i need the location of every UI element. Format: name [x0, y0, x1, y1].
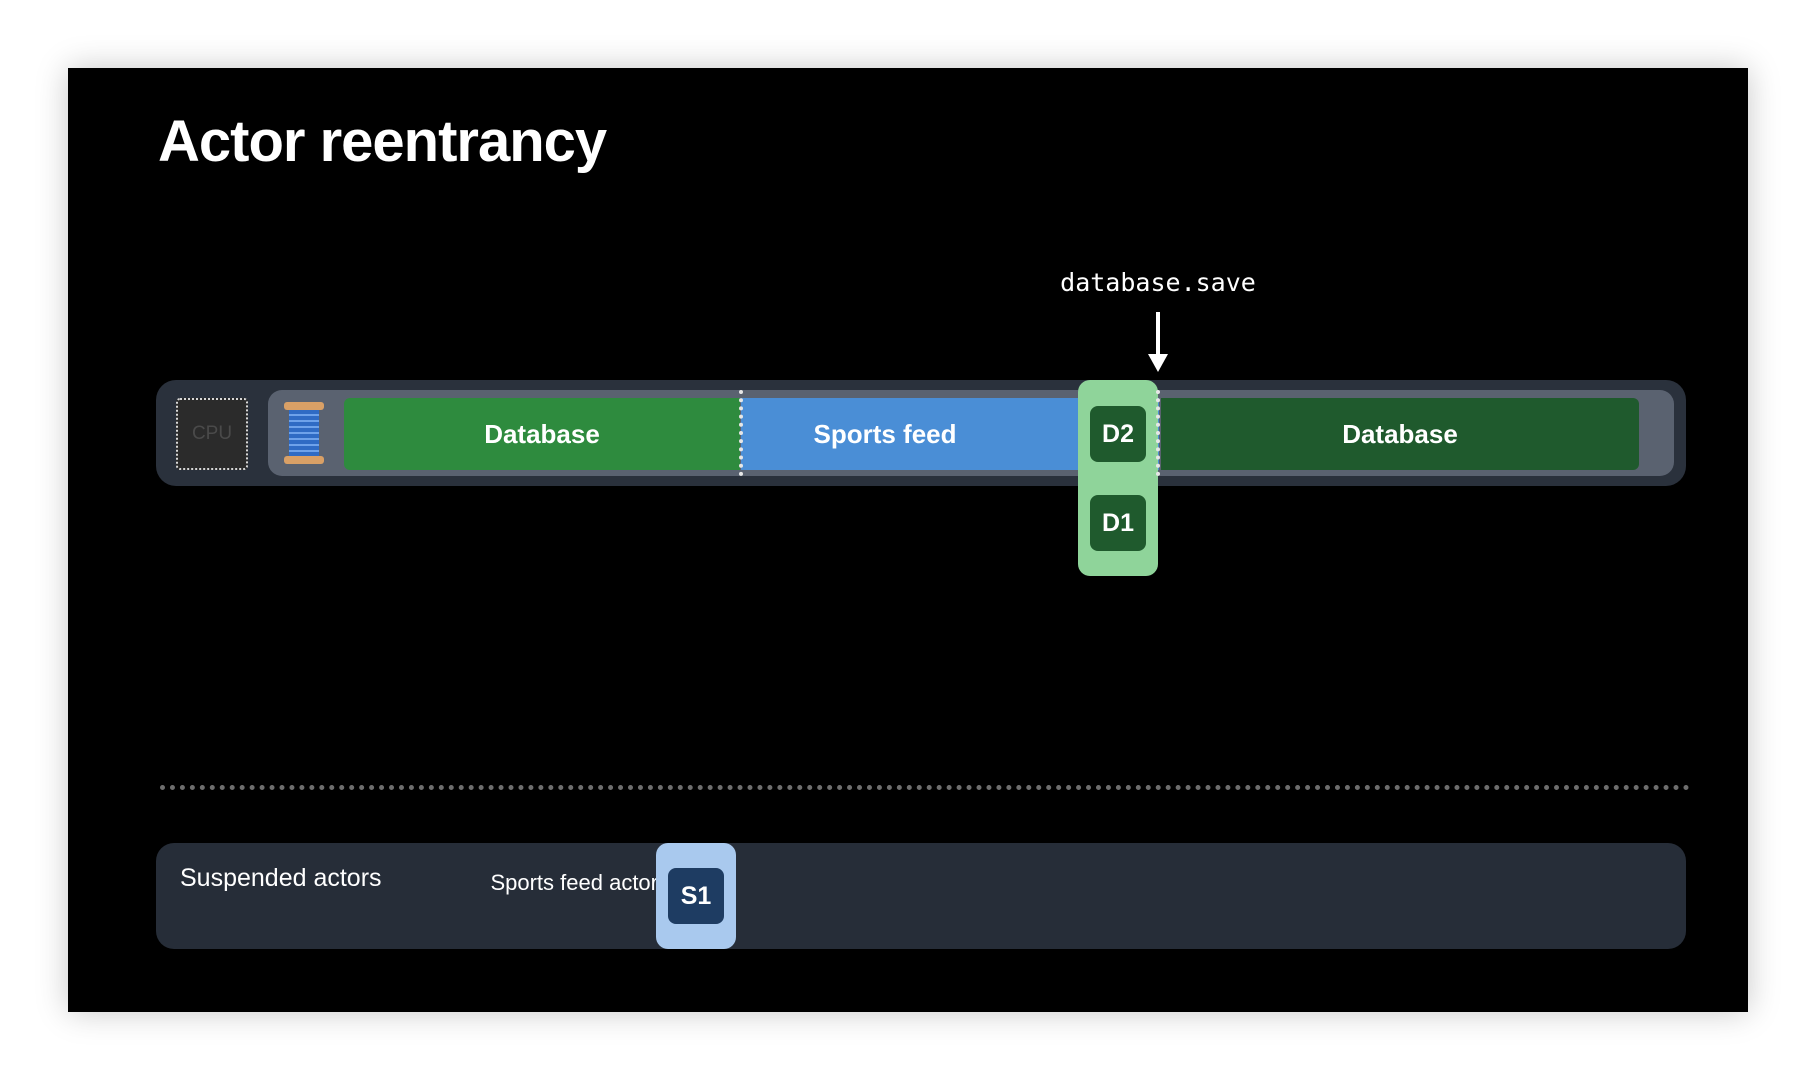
cpu-label: CPU — [191, 423, 233, 444]
thread-spool-icon — [284, 402, 324, 464]
database-segment-1-label: Database — [484, 418, 600, 449]
database-save-callout: database.save — [1060, 268, 1256, 297]
suspended-actors-lane — [156, 843, 1686, 949]
task-s1: S1 — [668, 868, 724, 924]
segment-divider-2 — [1156, 390, 1160, 476]
task-d1-label: D1 — [1102, 508, 1134, 537]
database-segment-2: Database — [1161, 398, 1639, 470]
cpu-chip-icon: CPU — [176, 398, 248, 470]
task-s1-label: S1 — [680, 881, 712, 910]
task-d1: D1 — [1090, 495, 1146, 551]
suspended-actors-label: Suspended actors — [180, 864, 382, 892]
down-arrow-icon — [1148, 312, 1168, 372]
section-divider — [160, 785, 1690, 790]
slide: Actor reentrancy database.save CPU Datab… — [68, 68, 1748, 1012]
sports-feed-actor-label: Sports feed actor — [490, 870, 658, 895]
database-segment-1: Database — [344, 398, 740, 470]
slide-title: Actor reentrancy — [158, 109, 607, 174]
sports-feed-segment-label: Sports feed — [813, 418, 957, 449]
database-segment-2-label: Database — [1342, 418, 1458, 449]
task-d2-label: D2 — [1102, 419, 1134, 448]
task-d2: D2 — [1090, 406, 1146, 462]
segment-divider-1 — [739, 390, 743, 476]
